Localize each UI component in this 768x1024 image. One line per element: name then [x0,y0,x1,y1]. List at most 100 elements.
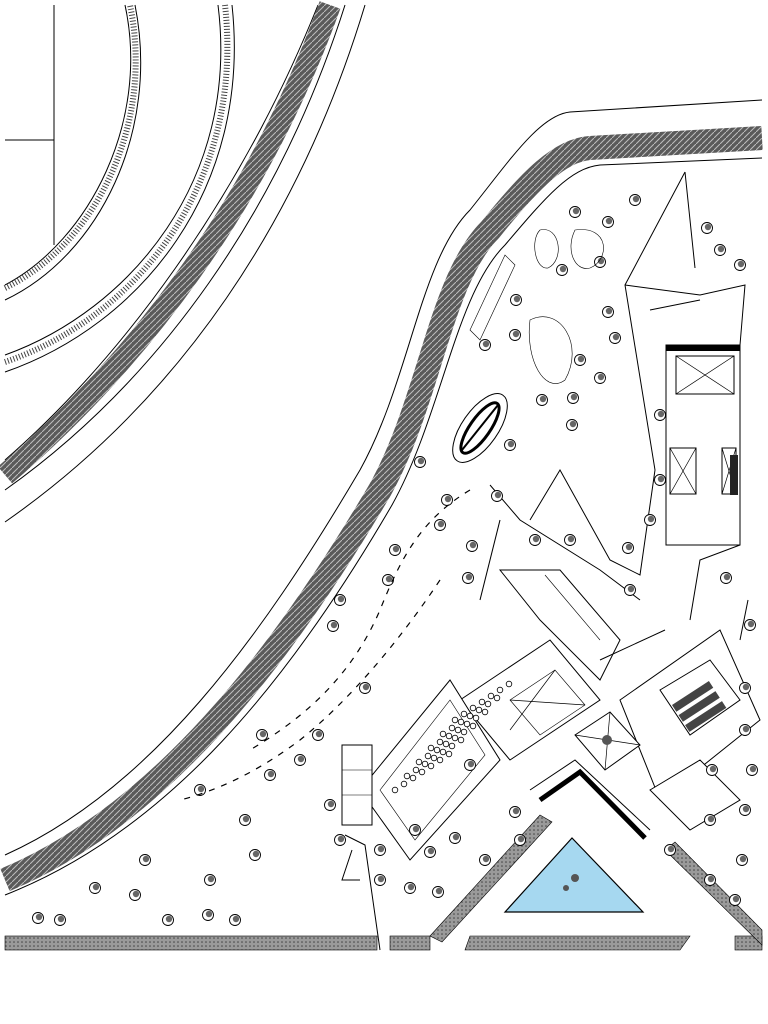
seat [463,720,471,728]
tree-canopy [572,207,580,215]
tree-canopy [417,457,425,465]
seat [496,686,504,694]
tree-canopy [605,217,613,225]
tree-canopy [709,765,717,773]
tree-canopy [667,845,675,853]
seat [445,732,453,740]
tree-canopy [749,765,757,773]
top-left-curved-paths [3,4,235,373]
landscape-outlines [479,171,749,661]
tree-canopy [132,890,140,898]
seat [472,714,480,722]
tree-canopy [742,725,750,733]
seat [466,712,474,720]
tree-canopy [57,915,65,923]
tree-canopy [435,887,443,895]
tree-canopy [612,333,620,341]
seat [442,740,450,748]
seat [505,680,513,688]
tree-canopy [513,295,521,303]
seat [487,692,495,700]
seat [439,748,447,756]
tree-canopy [577,355,585,363]
seat [481,708,489,716]
tree-canopy [737,260,745,268]
tree-canopy [259,730,267,738]
tree-canopy [747,620,755,628]
hall-building [619,629,761,831]
seat [460,710,468,718]
seat [469,704,477,712]
seat [493,694,501,702]
seat [415,758,423,766]
tree-canopy [35,913,43,921]
tree-canopy [232,915,240,923]
tree-canopy [482,340,490,348]
tree-canopy [407,883,415,891]
tree-canopy [704,223,712,231]
tree-canopy [205,910,213,918]
tree-canopy [539,395,547,403]
tree-canopy [267,770,275,778]
tree-canopy [92,883,100,891]
tree-canopy [427,847,435,855]
tree-canopy [327,800,335,808]
tree-canopy [444,495,452,503]
seat [475,706,483,714]
dashed-walkway [179,489,471,801]
tree-canopy [362,683,370,691]
tree-canopy [532,535,540,543]
seat [412,766,420,774]
tree-canopy [252,850,260,858]
seat [433,746,441,754]
tree-canopy [597,373,605,381]
tower-building [665,344,741,546]
seat [409,774,417,782]
tree-canopy [437,520,445,528]
triangular-pool [503,837,645,913]
tree-canopy [377,875,385,883]
tree-canopy [632,195,640,203]
seat [436,756,444,764]
diagonal-road [0,1,366,523]
tree-canopy [742,805,750,813]
seat [418,768,426,776]
boat-sculpture [452,393,508,463]
tree-canopy [377,845,385,853]
tree-canopy [337,595,345,603]
tree-canopy [482,855,490,863]
tree-canopy [723,573,731,581]
tree-canopy [165,915,173,923]
seat [448,742,456,750]
central-pavilions [459,569,651,840]
seat [439,730,447,738]
seat [445,750,453,758]
tree-canopy [625,543,633,551]
tree-canopy [197,785,205,793]
tree-canopy [469,541,477,549]
tree-canopy [494,491,502,499]
tree-canopy [657,410,665,418]
tree-canopy [569,420,577,428]
tree-canopy [452,833,460,841]
tree-canopy [627,585,635,593]
seat-grid [391,680,513,794]
seat [421,760,429,768]
seat [403,772,411,780]
tree-canopy [605,307,613,315]
seat [478,698,486,706]
seat [460,728,468,736]
sweeping-road [0,99,763,896]
bottom-paving [4,814,763,951]
seat [469,722,477,730]
tree-canopy [657,475,665,483]
tree-canopy [507,440,515,448]
seat [436,738,444,746]
tree-canopy [512,330,520,338]
tree-canopy [742,683,750,691]
tree-canopy [707,815,715,823]
seat [457,736,465,744]
tree-canopy [392,545,400,553]
tree-canopy [385,575,393,583]
